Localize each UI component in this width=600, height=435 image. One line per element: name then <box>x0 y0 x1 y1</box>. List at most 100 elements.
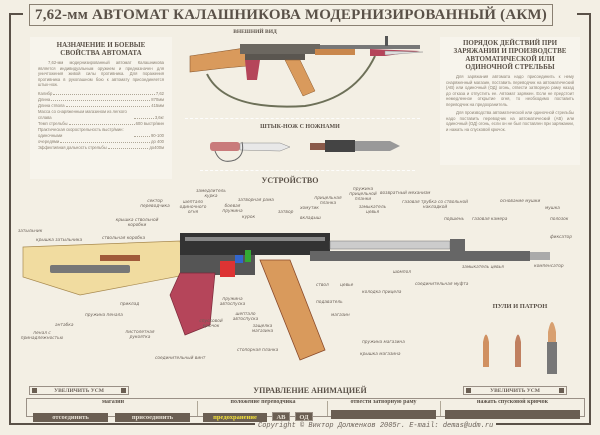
callout-label: пружина пенала <box>85 313 123 318</box>
procedure-heading-3: АВТОМАТИЧЕСКОЙ ИЛИ <box>465 55 555 63</box>
callout-label: шомпол <box>393 270 411 275</box>
detach-magazine-button[interactable]: отсоединить <box>33 413 108 422</box>
callout-label: замедлитель курка <box>196 189 226 199</box>
callout-label: газовая трубка со ствольной накладкой <box>402 200 468 210</box>
bullets-label: ПУЛИ И ПАТРОН <box>492 303 548 310</box>
external-view-label: ВНЕШНИЙ ВИД <box>233 29 277 35</box>
callout-label: подаватель <box>316 300 343 305</box>
callout-label: поршень <box>444 217 465 222</box>
callout-label: крышка затыльника <box>36 238 83 243</box>
callout-label: затворная рама <box>238 198 274 203</box>
procedure-panel: ПОРЯДОК ДЕЙСТВИЙ ПРИ ЗАРЯЖАНИИ И ПРОИЗВО… <box>440 37 580 165</box>
callout-label: сектор переводчика <box>140 199 170 209</box>
callout-label: антабка <box>55 323 74 328</box>
callout-label: крышка ствольной коробки <box>115 218 159 228</box>
callout-label: стопорная планка <box>237 348 279 353</box>
callout-label: колодка прицела <box>362 290 402 295</box>
callout-label: боевая пружина <box>222 204 243 214</box>
square-icon <box>466 388 471 393</box>
callout-label: вкладыш <box>300 216 321 221</box>
single-fire-button[interactable]: ОД <box>295 412 313 421</box>
procedure-text-2: Для производства автоматической или один… <box>446 110 574 132</box>
press-trigger-button[interactable] <box>445 410 580 419</box>
pull-carrier-label: отвести затворную раму <box>350 399 417 405</box>
trigger-controls: нажать спусковой крючок <box>445 399 580 419</box>
separator <box>200 170 415 171</box>
callout-label: полозок <box>550 217 569 222</box>
callout-label: хомутик <box>300 206 319 211</box>
callout-label: пенал с принадлежностью <box>20 331 64 341</box>
frame-corner-right <box>577 13 591 15</box>
square-icon <box>559 388 564 393</box>
callout-label: спусковой крючок <box>199 319 223 329</box>
bullets-image <box>483 322 557 374</box>
callout-label: защелка магазина <box>251 324 274 334</box>
callout-label: затыльник <box>18 229 43 234</box>
press-trigger-label: нажать спусковой крючок <box>476 399 549 405</box>
callout-label: приклад <box>120 302 140 307</box>
purpose-text: 7,62-мм модернизированный автомат Калашн… <box>38 60 164 87</box>
magazine-controls: магазин отсоединить присоединить <box>33 399 193 422</box>
callout-label: пружина прицельной планки <box>349 187 377 202</box>
callout-label: основание мушки <box>500 199 541 204</box>
callout-label: замыкатель цевья <box>462 265 504 270</box>
callout-label: соединительная муфта <box>415 282 469 287</box>
callout-label: ствол <box>316 283 329 288</box>
purpose-panel: НАЗНАЧЕНИЕ И БОЕВЫЕ СВОЙСТВА АВТОМАТА 7,… <box>30 37 172 179</box>
magazine-label: магазин <box>101 399 125 405</box>
pull-carrier-button[interactable] <box>331 410 436 419</box>
purpose-heading-2: СВОЙСТВА АВТОМАТА <box>60 49 142 57</box>
callout-label: пружина магазина <box>362 340 405 345</box>
callout-label: мушка <box>545 206 560 211</box>
bolt-controls: отвести затворную раму <box>331 399 436 419</box>
square-icon <box>121 388 126 393</box>
procedure-heading-1: ПОРЯДОК ДЕЙСТВИЙ ПРИ <box>462 39 558 47</box>
callout-label: прицельная планка <box>314 196 342 206</box>
callout-label: пистолетная рукоятка <box>125 330 155 340</box>
zoom-trigger-mechanism-right-button[interactable]: УВЕЛИЧИТЬ УСМ <box>463 386 567 395</box>
zoom-trigger-mechanism-left-button[interactable]: УВЕЛИЧИТЬ УСМ <box>29 386 129 395</box>
title-box: 7,62-мм АВТОМАТ КАЛАШНИКОВА МОДЕРНИЗИРОВ… <box>29 4 553 26</box>
callout-label: шептало автоспуска <box>232 312 259 322</box>
frame-corner-left <box>9 13 23 15</box>
bayonet-image <box>210 140 400 162</box>
auto-fire-button[interactable]: АВ <box>272 412 290 421</box>
safe-position-button[interactable]: предохранение <box>203 413 267 422</box>
divider <box>197 401 198 416</box>
separator <box>185 118 420 119</box>
copyright-text: Copyright © Виктор Долженков 2005г. E-ma… <box>255 422 497 430</box>
callout-label: фиксатор <box>550 235 572 240</box>
spec-row: Масса со снаряженным магазином из легког… <box>38 108 164 120</box>
procedure-heading-4: ОДИНОЧНОЙ СТРЕЛЬБЫ <box>465 63 555 71</box>
divider <box>440 401 441 416</box>
callout-label: замыкатель цевья <box>358 205 387 215</box>
callout-label: компенсатор <box>534 264 564 269</box>
callout-label: соединительный винт <box>155 356 206 361</box>
selector-controls: положение переводчика предохранение АВ О… <box>203 399 323 422</box>
callout-label: цевье <box>340 283 354 288</box>
page-title: 7,62-мм АВТОМАТ КАЛАШНИКОВА МОДЕРНИЗИРОВ… <box>35 6 547 23</box>
device-label: УСТРОЙСТВО <box>261 176 319 185</box>
animation-control-title: УПРАВЛЕНИЕ АНИМАЦИЕЙ <box>253 386 367 395</box>
attach-magazine-button[interactable]: присоединить <box>115 413 190 422</box>
procedure-text-1: Для заряжания автомата надо присоединить… <box>446 74 574 107</box>
device-cutaway-rifle-image <box>22 233 550 361</box>
purpose-heading-1: НАЗНАЧЕНИЕ И БОЕВЫЕ <box>56 41 146 49</box>
animation-control-panel: магазин отсоединить присоединить положен… <box>26 398 585 422</box>
external-view-rifle-image <box>189 36 424 108</box>
callout-label: пружина автоспуска <box>219 297 246 307</box>
callout-label: крышка магазина <box>360 352 401 357</box>
callout-label: ствольная коробка <box>102 236 146 241</box>
callout-label: возвратный механизм <box>380 191 431 196</box>
square-icon <box>32 388 37 393</box>
divider <box>327 401 328 416</box>
spec-row: Практическая скорострельность выстр/мин:… <box>38 126 164 138</box>
procedure-heading-2: ЗАРЯЖАНИИ И ПРОИЗВОДСТВЕ <box>453 47 567 55</box>
callout-label: газовая камера <box>472 217 508 222</box>
